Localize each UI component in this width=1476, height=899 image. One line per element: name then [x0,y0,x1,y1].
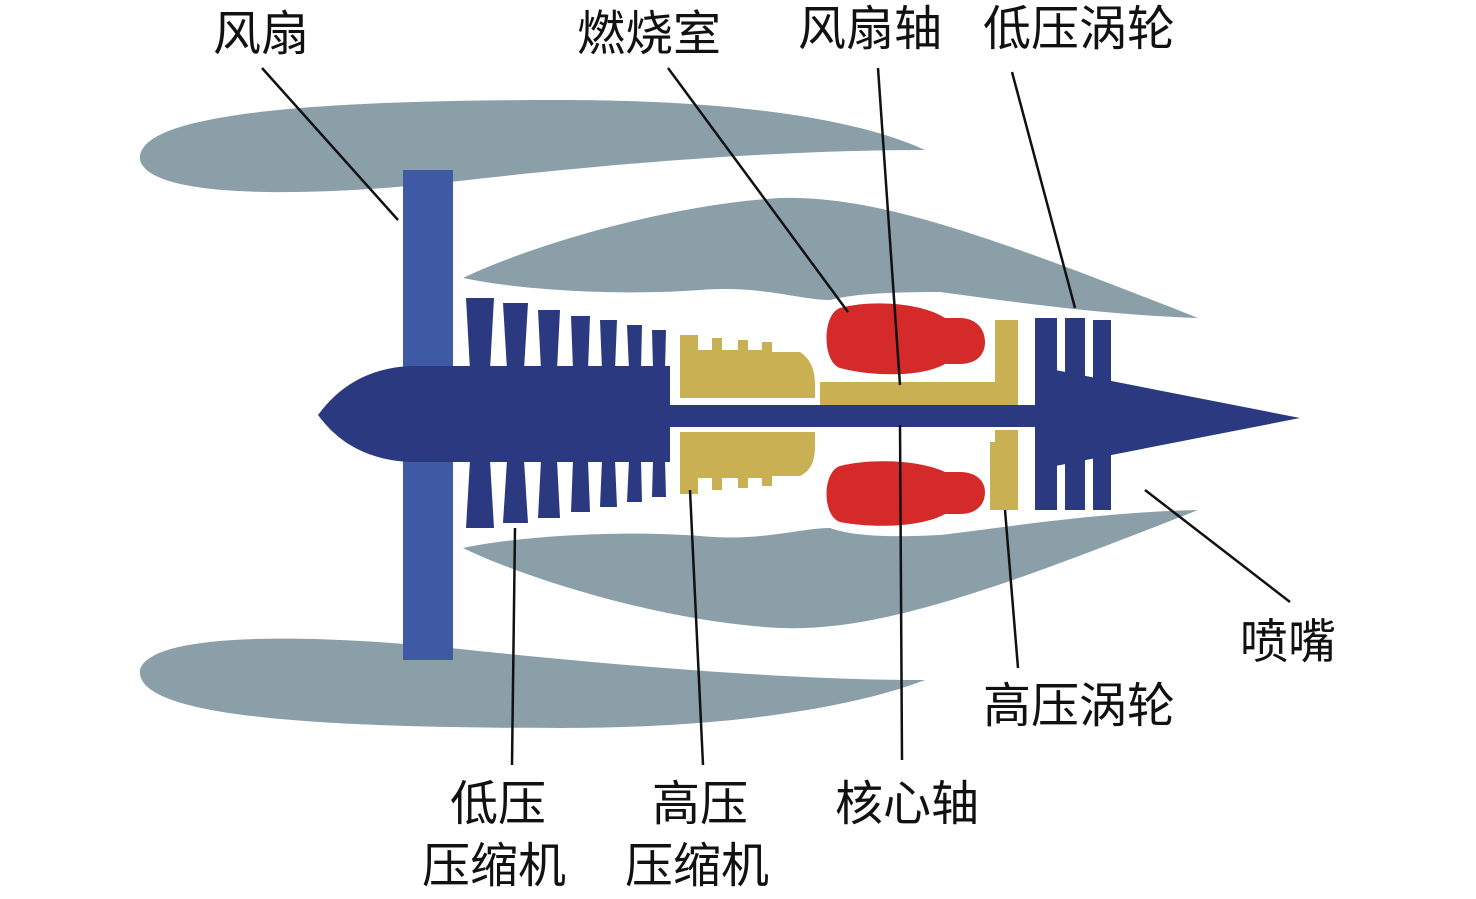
label-nozzle: 喷嘴 [1240,614,1336,670]
nacelle-top [139,100,925,193]
label-hp-turbine: 高压涡轮 [983,678,1175,734]
high-pressure-turbine [820,320,1018,510]
leader-lines [261,67,1291,766]
exhaust-cone [1035,366,1300,470]
label-lp-turbine: 低压涡轮 [983,1,1175,57]
label-hp-compressor-line1: 高压 [652,776,748,832]
nacelle-bottom [139,638,925,728]
core-cowl-bottom [463,510,1198,629]
label-combustor: 燃烧室 [577,6,721,62]
core-cowl-top [463,197,1198,318]
label-hp-compressor-line2: 压缩机 [625,838,769,894]
label-fan-shaft: 风扇轴 [798,1,942,57]
low-pressure-compressor-blades [466,298,666,528]
label-core-shaft: 核心轴 [835,776,979,832]
label-fan: 风扇 [213,6,309,62]
spinner [318,366,670,462]
label-lp-compressor-line2: 压缩机 [422,838,566,894]
core-shaft [670,405,1040,427]
high-pressure-compressor [680,335,815,494]
low-pressure-turbine [1035,318,1300,510]
label-lp-compressor-line1: 低压 [450,776,546,832]
combustor-bottom [826,461,985,526]
combustor-top [826,303,985,375]
